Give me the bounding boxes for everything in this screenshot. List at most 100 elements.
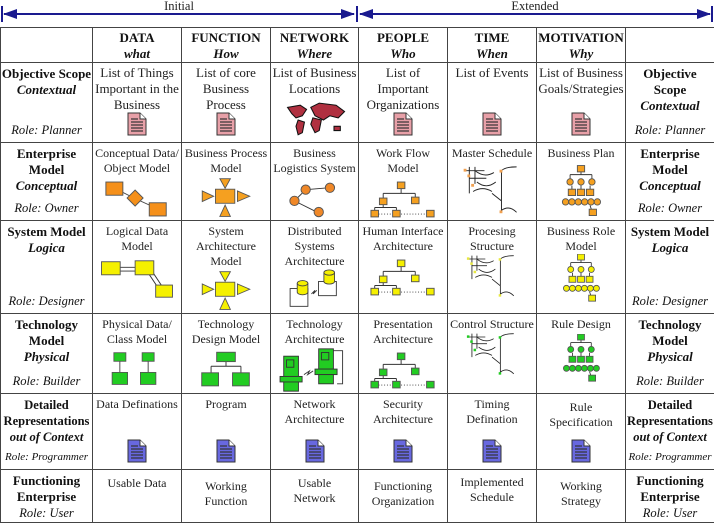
cell-text: Conceptual Data/ Object Model [93,146,181,176]
column-title: FUNCTION [182,30,270,46]
cell: Functioning Organization [359,470,448,523]
cell-text: Presentation Architecture [359,317,447,347]
org-chart-icon [370,258,436,296]
cell-text: Usable Data [93,476,181,491]
cell: Work Flow Model [359,143,448,221]
row-role: Role: Programmer [626,449,714,465]
row-title: System Model [7,224,85,239]
row-title: Technology Model [15,317,78,348]
cell: Technology Design Model [182,314,271,394]
cell: Security Architecture [359,394,448,470]
cell: Usable Data [93,470,182,523]
row-title: Detailed Representations [627,398,713,428]
cell: Timing Defination [448,394,537,470]
corner-cell [1,28,93,63]
database-network-icon [287,269,343,309]
hierarchy-tree-icon [561,254,601,302]
cell: Conceptual Data/ Object Model [93,143,182,221]
row-title: Objective Scope [643,66,696,97]
tree-design-icon [198,351,254,389]
extended-span-label: Extended [356,0,714,14]
cell-text: Procesing Structure [448,224,536,254]
org-chart-icon [370,180,436,218]
row-role: Role: Designer [1,293,92,309]
span-tick [711,6,713,22]
row-role: Role: Planner [1,122,92,138]
cell: List of Events [448,63,537,143]
cell-text: Data Definations [93,397,181,412]
cell-text: List of Business Locations [271,65,358,97]
blue-document-icon [571,439,591,463]
column-title: TIME [448,30,536,46]
row-title: Objective Scope [2,66,91,81]
computer-hardware-icon [277,347,353,393]
schedule-flow-icon [463,165,521,217]
row-title: Enterprise Model [640,146,699,177]
cell-text: Working Function [182,479,270,509]
row-title: System Model [631,224,709,239]
cell: Logical Data Model [93,221,182,314]
cell-text: Timing Defination [448,397,536,427]
span-arrow-line [360,13,710,15]
cell: Presentation Architecture [359,314,448,394]
hierarchy-tree-icon [561,165,601,217]
cell-text: Security Architecture [359,397,447,427]
node-network-icon [287,180,343,218]
org-chart-icon [370,351,436,389]
cell-text: Functioning Organization [359,479,447,509]
world-map-icon [283,101,347,139]
cell: Business Process Model [182,143,271,221]
cell-text: Technology Design Model [182,317,270,347]
cell: Working Function [182,470,271,523]
cell-text: Program [182,397,270,412]
schedule-flow-icon [463,332,521,378]
row-role: Role: Planner [626,122,714,138]
cell-text: Network Architecture [271,397,358,427]
row-perspective: Conceptual [626,178,714,194]
row-role: Role: User [1,505,92,521]
span-tick [356,6,358,22]
arrow-left-icon [3,9,17,19]
cell: Program [182,394,271,470]
entity-relationship-icon [104,180,170,218]
corner-cell [626,28,714,63]
cell-text: Business Role Model [537,224,625,254]
row-role: Role: Programmer [1,449,92,465]
blue-document-icon [127,439,147,463]
cell: List of Business Locations [271,63,359,143]
row-role: Role: Builder [1,373,92,389]
red-document-icon [482,112,502,136]
cell: Working Strategy [537,470,626,523]
row-perspective: Logica [626,240,714,256]
cell: Business Plan [537,143,626,221]
cell: Procesing Structure [448,221,537,314]
cell-text: Rule Design [537,317,625,332]
column-subtitle: Who [359,46,447,62]
row-perspective: Logica [1,240,92,256]
column-subtitle: Where [271,46,358,62]
row-role: Role: Builder [626,373,714,389]
blue-document-icon [393,439,413,463]
row-title: Functioning Enterprise [636,473,703,504]
hierarchy-tree-icon [561,334,601,382]
cell-text: List of Important Organizations [359,65,447,113]
column-title: NETWORK [271,30,358,46]
cell-text: Business Process Model [182,146,270,176]
row-perspective: Conceptual [1,178,92,194]
cell: Distributed Systems Architecture [271,221,359,314]
initial-span-label: Initial [0,0,358,14]
cell-text: Control Structure [448,317,536,332]
